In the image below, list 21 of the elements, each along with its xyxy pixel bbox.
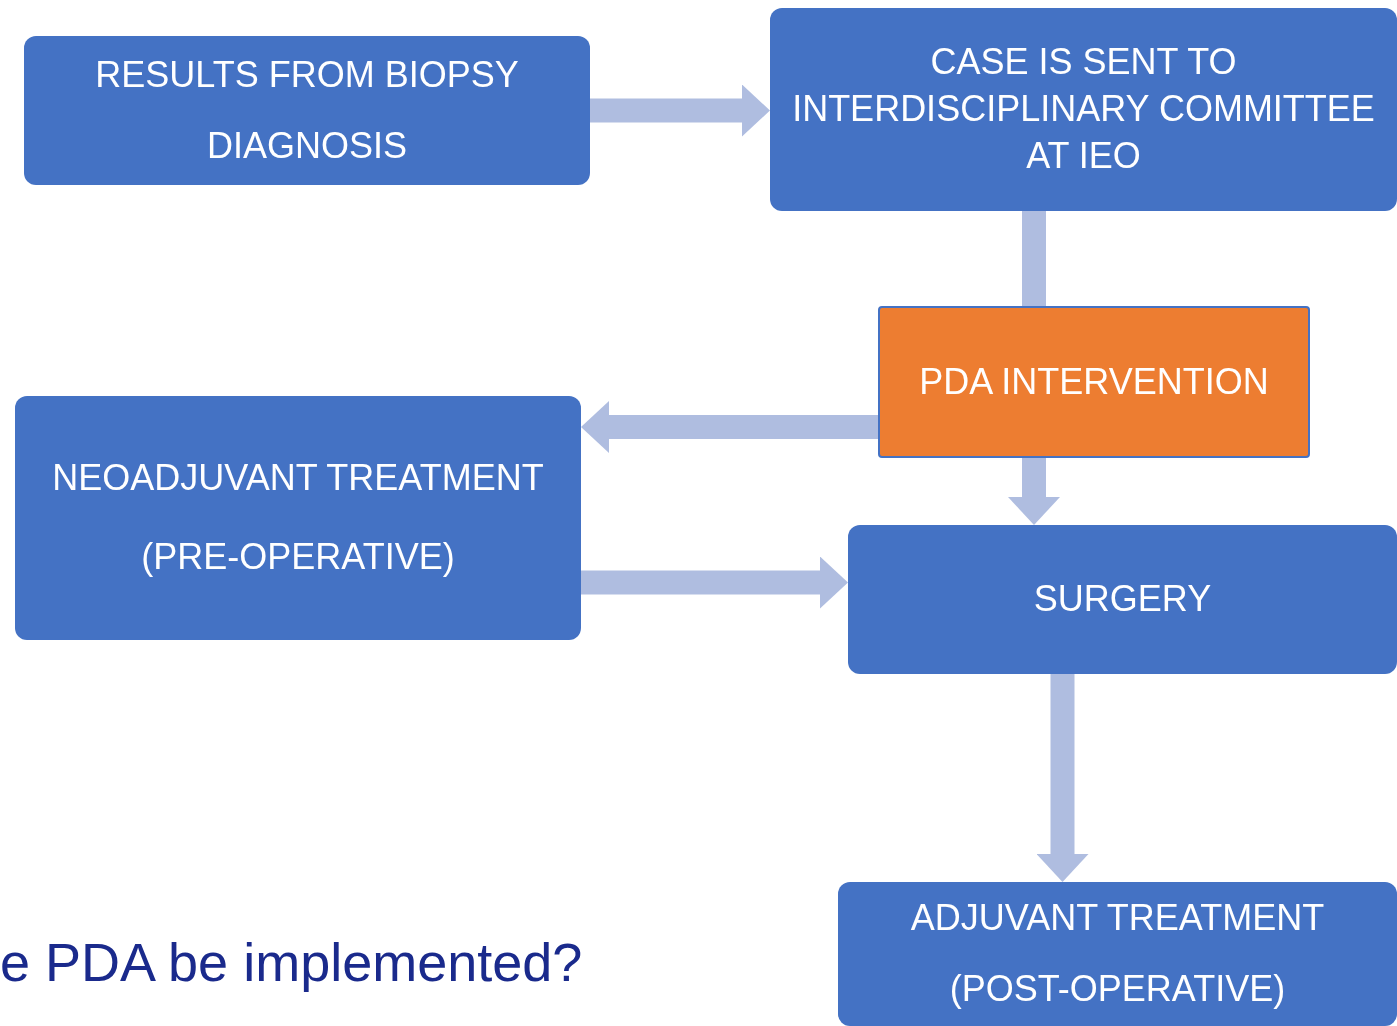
process-box <box>15 396 581 640</box>
process-box <box>848 525 1397 674</box>
process-box <box>838 882 1397 1026</box>
box-text: ADJUVANT TREATMENT <box>910 896 1325 941</box>
box-text: (PRE-OPERATIVE) <box>141 535 455 579</box>
question-text: e PDA be implemented? <box>0 931 583 994</box>
box-text: SURGERY <box>1033 577 1212 622</box>
block-arrow <box>1036 674 1089 882</box>
box-text: PDA INTERVENTION <box>919 359 1269 404</box>
process-box <box>24 36 590 185</box>
block-arrow <box>1008 458 1060 525</box>
box-text: (POST-OPERATIVE) <box>949 967 1286 1011</box>
block-arrow <box>590 84 770 137</box>
process-box <box>770 8 1397 211</box>
block-arrow <box>581 556 848 609</box>
box-text: RESULTS FROM BIOPSY <box>95 52 519 97</box>
box-text: DIAGNOSIS <box>206 123 407 168</box>
block-arrow <box>581 401 878 453</box>
box-text: CASE IS SENT TO INTERDISCIPLINARY COMMITTEE AT IEO <box>791 40 1376 178</box>
box-text: NEOADJUVANT TREATMENT <box>52 456 544 501</box>
highlight-box <box>878 306 1310 458</box>
